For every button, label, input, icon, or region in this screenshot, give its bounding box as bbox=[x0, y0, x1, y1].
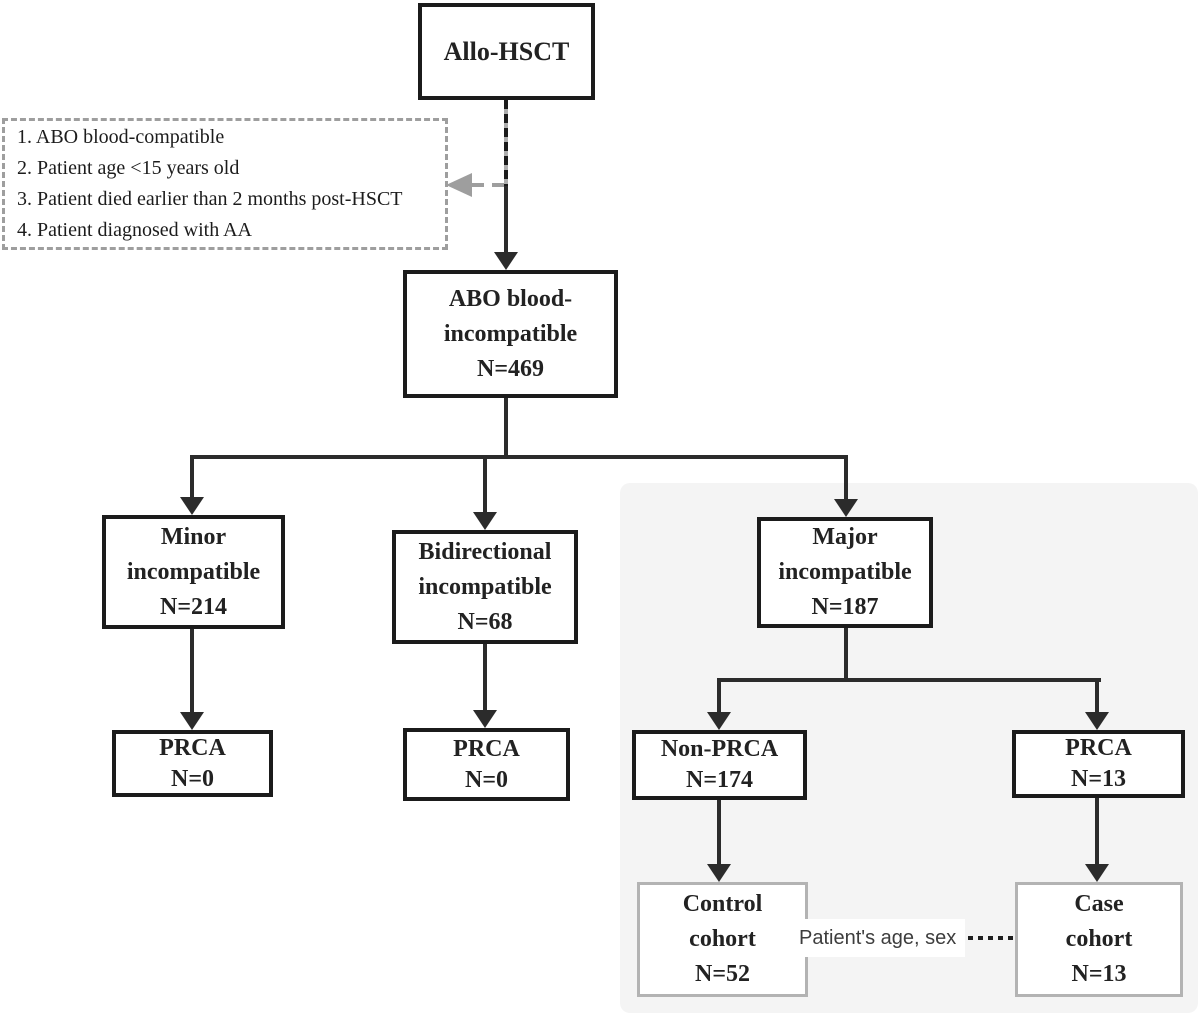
matching-label: Patient's age, sex bbox=[790, 919, 966, 957]
arrowhead-prca-bidir bbox=[473, 710, 497, 728]
node-minor-line-2: incompatible bbox=[126, 558, 261, 585]
arrowhead-prca-minor bbox=[180, 712, 204, 730]
node-allo-hsct: Allo-HSCT bbox=[418, 3, 595, 100]
node-non-prca-count: N=174 bbox=[685, 767, 753, 793]
connector-bidir-prca bbox=[483, 643, 487, 712]
node-major-incompatible: Major incompatible N=187 bbox=[757, 517, 933, 628]
branch-rail-2 bbox=[717, 678, 1101, 682]
arrowhead-minor bbox=[180, 497, 204, 515]
exclusion-item-3: 3. Patient died earlier than 2 months po… bbox=[17, 188, 403, 210]
node-case-cohort: Case cohort N=13 bbox=[1015, 882, 1183, 997]
branch-rail-1 bbox=[190, 455, 848, 459]
node-prca-major-line-1: PRCA bbox=[1065, 735, 1132, 761]
arrowhead-exclusion bbox=[446, 173, 472, 197]
node-control-line-2: cohort bbox=[689, 926, 756, 952]
node-prca-major-count: N=13 bbox=[1070, 766, 1126, 792]
node-case-line-1: Case bbox=[1074, 891, 1124, 917]
node-major-line-1: Major bbox=[812, 524, 878, 550]
node-minor-incompatible: Minor incompatible N=214 bbox=[102, 515, 285, 629]
node-control-line-1: Control bbox=[682, 891, 763, 917]
connector-abo-rail bbox=[504, 398, 508, 458]
node-allo-hsct-label: Allo-HSCT bbox=[443, 37, 570, 66]
arrowhead-prca-major bbox=[1085, 712, 1109, 730]
connector-major-rail bbox=[844, 628, 848, 682]
arrowhead-non-prca bbox=[707, 712, 731, 730]
node-bidirectional-incompatible: Bidirectional incompatible N=68 bbox=[392, 530, 578, 644]
connector-nonprca-control bbox=[717, 800, 721, 866]
node-bidir-line-2: incompatible bbox=[418, 573, 552, 600]
connector-exclusion-dashed bbox=[472, 183, 506, 187]
exclusion-item-2: 2. Patient age <15 years old bbox=[17, 157, 240, 179]
node-abo-line-1: ABO blood- bbox=[448, 285, 573, 312]
drop-bidirectional bbox=[483, 455, 487, 513]
node-prca-bidir-count: N=0 bbox=[464, 766, 508, 793]
exclusion-item-1: 1. ABO blood-compatible bbox=[17, 126, 225, 148]
drop-non-prca bbox=[717, 678, 721, 714]
node-abo-count: N=469 bbox=[476, 355, 544, 382]
arrowhead-bidirectional bbox=[473, 512, 497, 530]
exclusion-item-4: 4. Patient diagnosed with AA bbox=[17, 219, 252, 241]
node-control-count: N=52 bbox=[694, 961, 750, 987]
node-abo-line-2: incompatible bbox=[443, 320, 578, 347]
connector-minor-prca bbox=[190, 629, 194, 714]
node-non-prca-line-1: Non-PRCA bbox=[660, 736, 779, 762]
arrowhead-abo bbox=[494, 252, 518, 270]
connector-prca-case bbox=[1095, 798, 1099, 866]
node-prca-bidir-line-1: PRCA bbox=[453, 735, 520, 762]
node-case-count: N=13 bbox=[1071, 961, 1127, 987]
node-bidir-line-1: Bidirectional bbox=[418, 538, 552, 565]
node-prca-minor-count: N=0 bbox=[170, 765, 214, 792]
drop-minor bbox=[190, 455, 194, 499]
exclusion-criteria-box: 1. ABO blood-compatible 2. Patient age <… bbox=[2, 118, 448, 250]
connector-allo-abo bbox=[504, 186, 508, 254]
node-abo-incompatible: ABO blood- incompatible N=469 bbox=[403, 270, 618, 398]
drop-prca-major bbox=[1095, 678, 1099, 714]
arrowhead-case bbox=[1085, 864, 1109, 882]
node-bidir-count: N=68 bbox=[457, 608, 513, 635]
node-prca-minor: PRCA N=0 bbox=[112, 730, 273, 797]
connector-allo-dashed bbox=[504, 100, 508, 186]
arrowhead-major bbox=[834, 499, 858, 517]
node-minor-line-1: Minor bbox=[160, 523, 227, 550]
node-prca-bidirectional: PRCA N=0 bbox=[403, 728, 570, 801]
node-prca-minor-line-1: PRCA bbox=[159, 734, 226, 761]
node-non-prca: Non-PRCA N=174 bbox=[632, 730, 807, 800]
node-control-cohort: Control cohort N=52 bbox=[637, 882, 808, 997]
node-case-line-2: cohort bbox=[1065, 926, 1133, 952]
node-major-count: N=187 bbox=[811, 594, 879, 620]
arrowhead-control bbox=[707, 864, 731, 882]
node-major-line-2: incompatible bbox=[778, 559, 912, 585]
node-prca-major: PRCA N=13 bbox=[1012, 730, 1185, 798]
node-minor-count: N=214 bbox=[159, 593, 227, 620]
drop-major bbox=[844, 455, 848, 501]
